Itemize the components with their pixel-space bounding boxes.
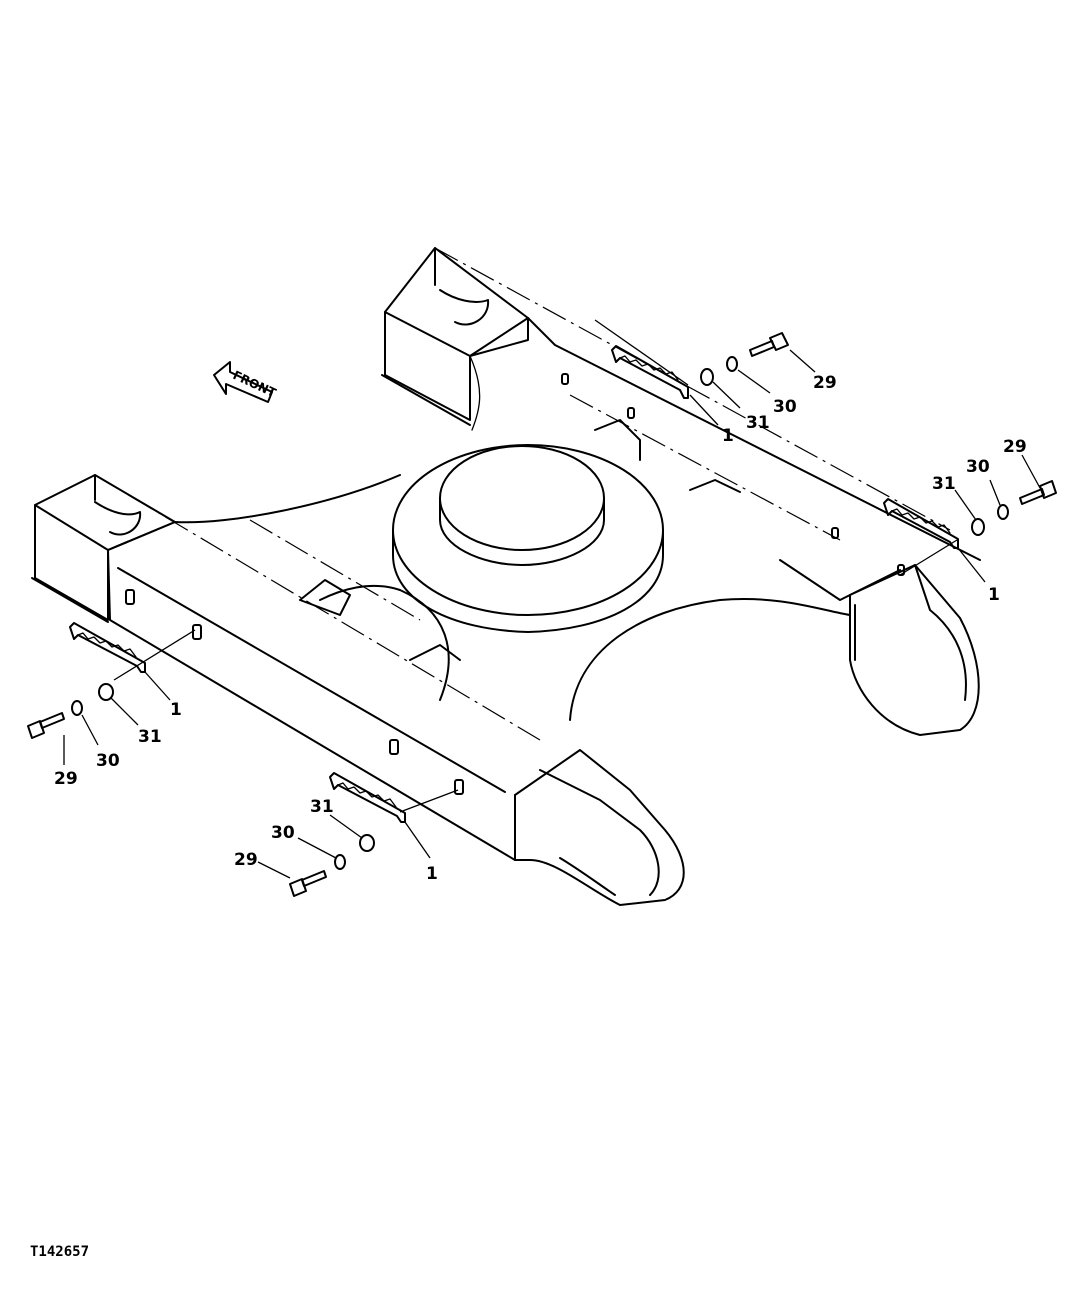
callout-29: 29 bbox=[1003, 437, 1027, 457]
callout-1: 1 bbox=[170, 700, 182, 720]
callout-30: 30 bbox=[96, 751, 120, 771]
slot bbox=[192, 624, 202, 640]
bolt-right bbox=[1019, 480, 1057, 505]
track-frame bbox=[31, 247, 981, 906]
bolt-left bbox=[27, 712, 65, 739]
lock-washer bbox=[997, 504, 1009, 520]
flat-washer bbox=[359, 834, 375, 852]
bolt-top-right bbox=[749, 332, 789, 357]
guard-plate-bottom bbox=[329, 772, 406, 823]
callout-30: 30 bbox=[271, 823, 295, 843]
flat-washer bbox=[971, 518, 985, 536]
rear-right-end bbox=[849, 564, 980, 736]
guard-plate-top-right bbox=[611, 345, 689, 399]
guard-plate-right bbox=[883, 498, 959, 549]
flat-washer bbox=[700, 368, 714, 386]
callout-1: 1 bbox=[426, 864, 438, 884]
front-right-end bbox=[514, 749, 685, 906]
flat-washer bbox=[98, 683, 114, 701]
front-arrow-icon bbox=[213, 361, 273, 403]
callouts: 29 30 31 1 29 30 31 1 29 30 31 1 29 30 3… bbox=[54, 373, 1027, 884]
lock-washer bbox=[71, 700, 83, 716]
slot bbox=[125, 589, 135, 605]
washers bbox=[71, 356, 1009, 870]
callout-31: 31 bbox=[310, 797, 334, 817]
bolts bbox=[27, 332, 1057, 897]
guard-plate-left bbox=[69, 622, 146, 673]
front-arrow: FRONT bbox=[213, 361, 279, 403]
rear-left-block bbox=[384, 247, 529, 421]
slot bbox=[627, 407, 635, 419]
lock-washer bbox=[726, 356, 738, 372]
slot bbox=[454, 779, 464, 795]
callout-30: 30 bbox=[773, 397, 797, 417]
drawing-id: T142657 bbox=[30, 1244, 90, 1260]
callout-31: 31 bbox=[746, 413, 770, 433]
slot bbox=[831, 527, 839, 539]
callout-29: 29 bbox=[54, 769, 78, 789]
callout-1: 1 bbox=[722, 426, 734, 446]
callout-30: 30 bbox=[966, 457, 990, 477]
slot bbox=[561, 373, 569, 385]
callout-29: 29 bbox=[813, 373, 837, 393]
slot bbox=[389, 739, 399, 755]
callout-31: 31 bbox=[932, 474, 956, 494]
callout-31: 31 bbox=[138, 727, 162, 747]
leader-lines bbox=[63, 319, 1041, 879]
bolt-bottom bbox=[289, 870, 327, 897]
callout-29: 29 bbox=[234, 850, 258, 870]
callout-1: 1 bbox=[988, 585, 1000, 605]
lock-washer bbox=[334, 854, 346, 870]
swing-bearing-top bbox=[439, 445, 605, 551]
